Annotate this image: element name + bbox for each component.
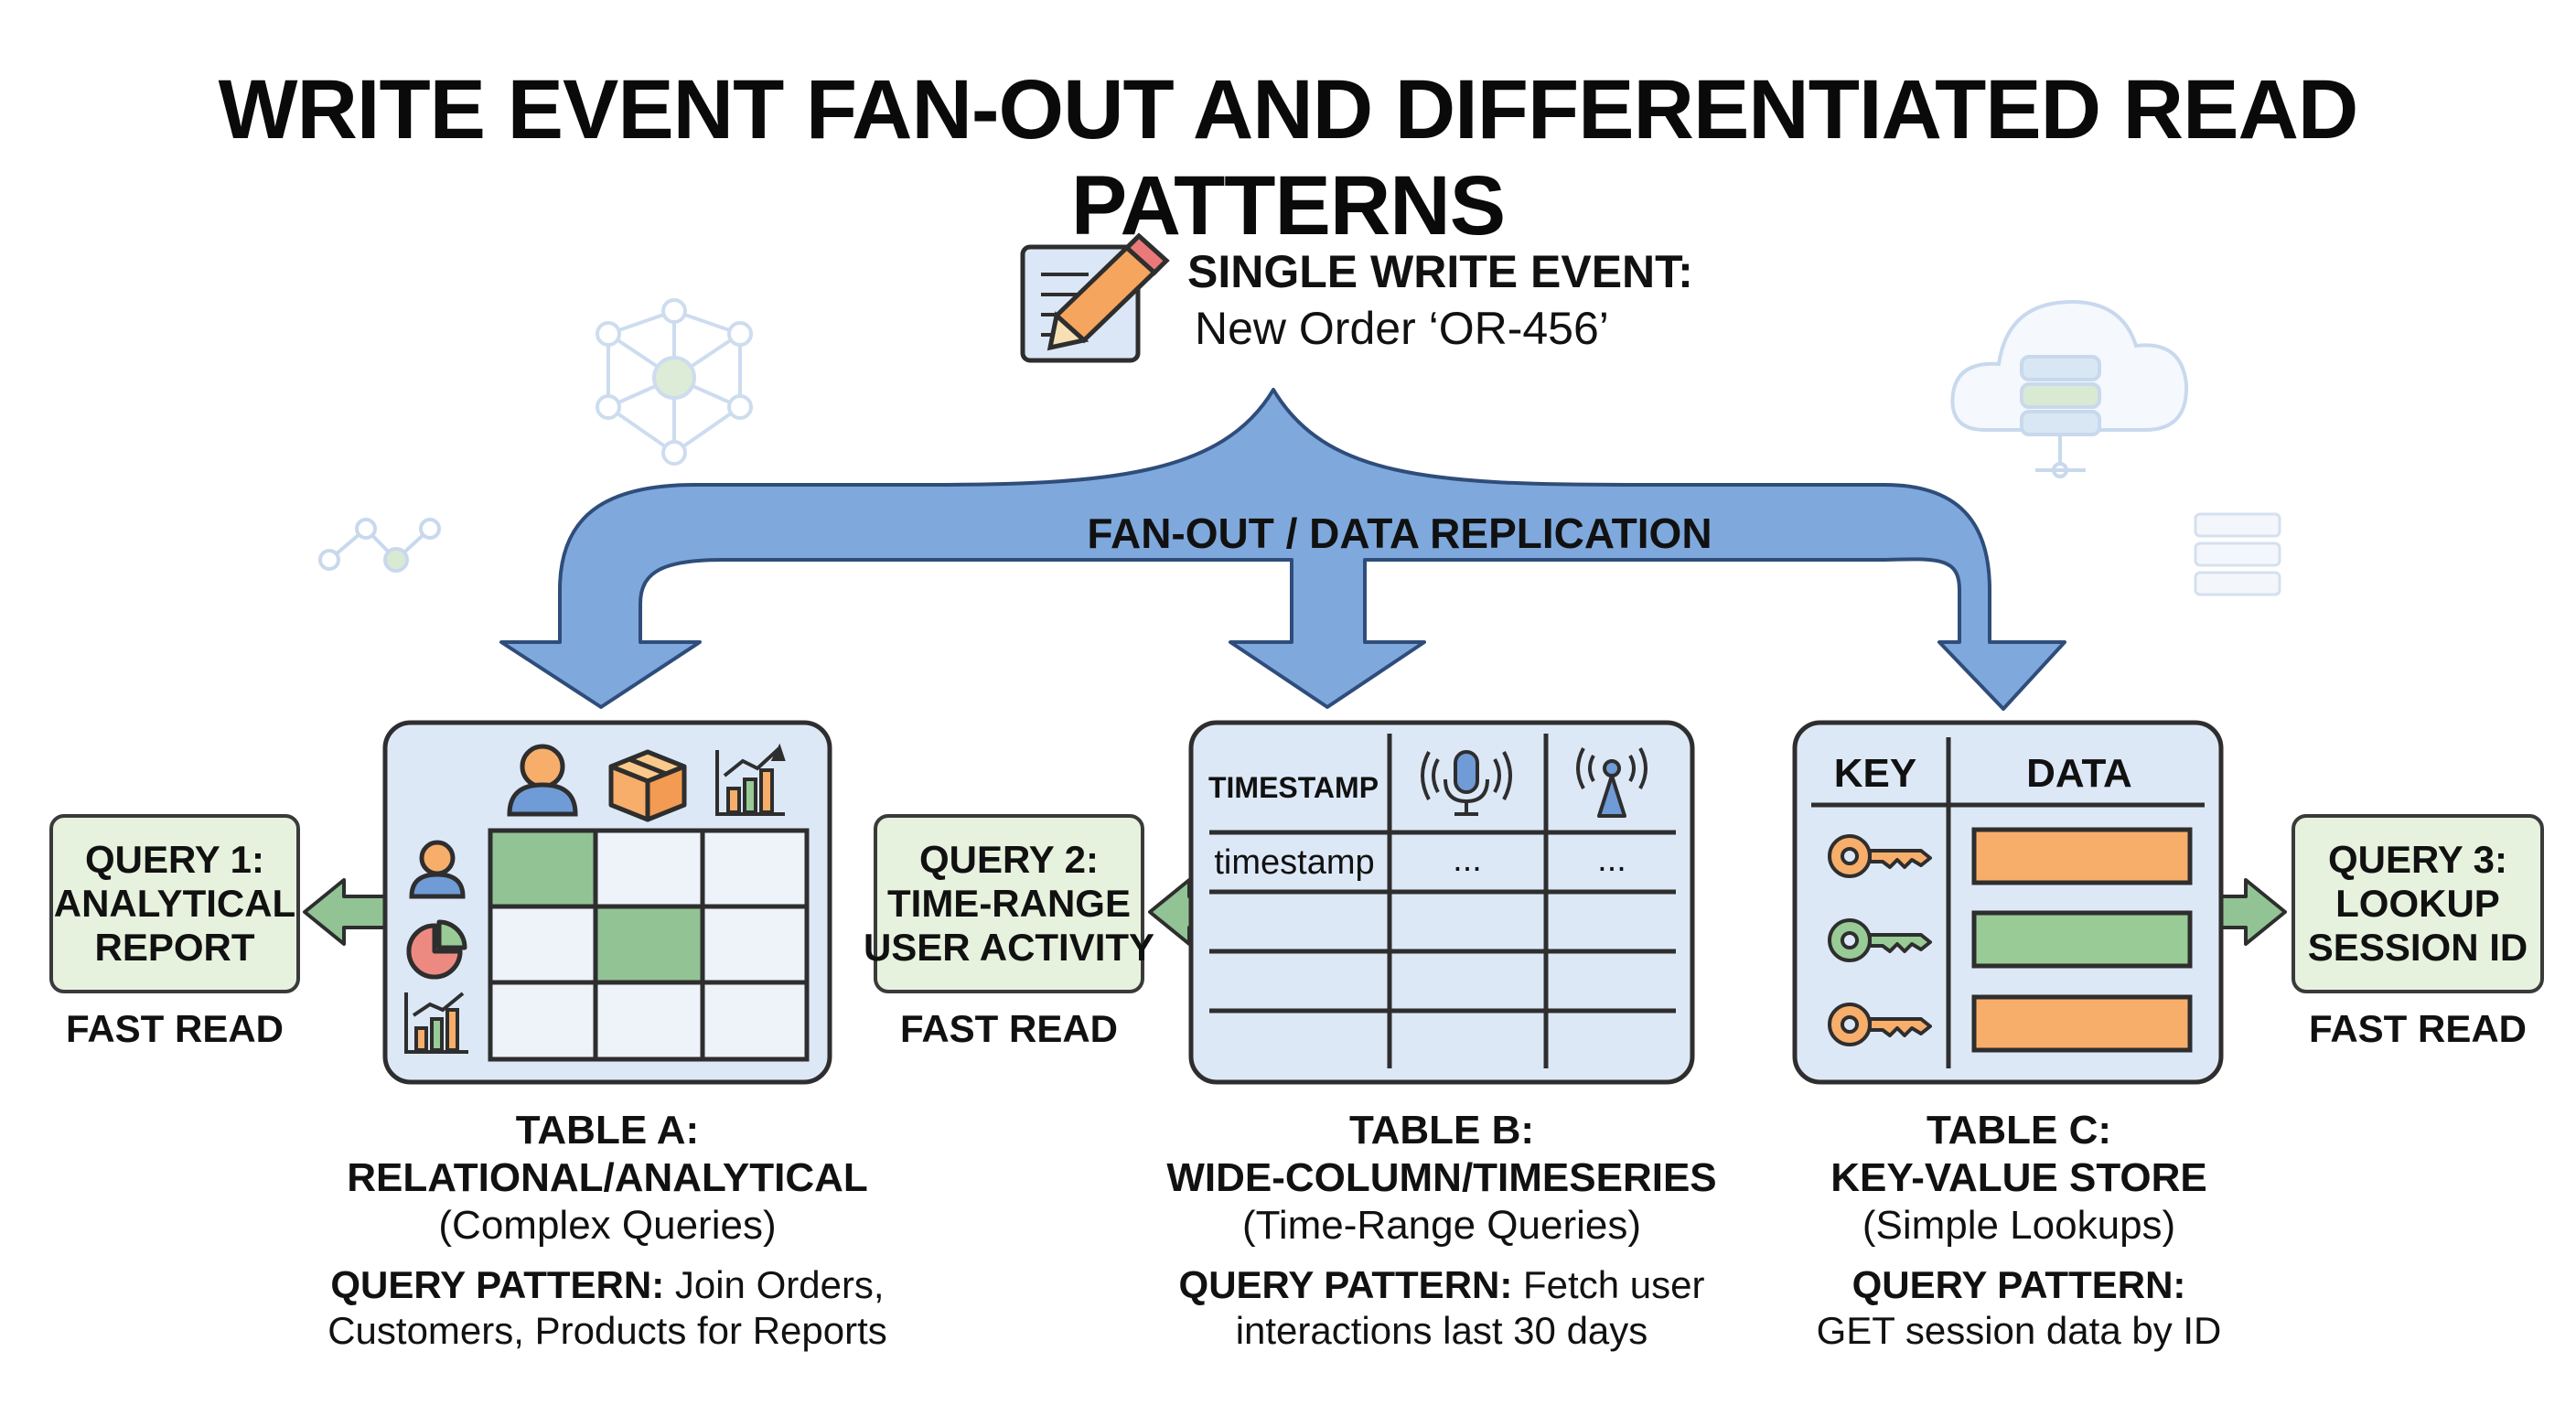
- table-a-panel: [382, 720, 832, 1085]
- page-title: WRITE EVENT FAN-OUT AND DIFFERENTIATED R…: [218, 63, 2359, 252]
- query-2-line: QUERY 2:: [918, 837, 1100, 881]
- bar-chart-icon: [715, 743, 786, 816]
- table-c-type: KEY-VALUE STORE: [1830, 1155, 2207, 1200]
- table-b-pattern-label: QUERY PATTERN:: [1178, 1263, 1513, 1306]
- package-icon: [608, 749, 687, 822]
- timestamp-header: TIMESTAMP: [1208, 771, 1379, 804]
- table-a-subtitle: (Complex Queries): [438, 1203, 777, 1248]
- query-2-line: USER ACTIVITY: [863, 926, 1155, 970]
- fanout-arrows: [499, 388, 2066, 711]
- user-icon: [507, 744, 578, 817]
- microphone-icon: [1421, 750, 1512, 816]
- write-event-subtitle: New Order ‘OR-456’: [1195, 303, 1609, 354]
- timestamp-cell: timestamp: [1214, 843, 1374, 882]
- table-b-pattern-text-2: interactions last 30 days: [1235, 1309, 1648, 1352]
- table-c-pattern-label: QUERY PATTERN:: [1852, 1263, 2186, 1306]
- user-icon: [409, 840, 466, 899]
- query-1-line: REPORT: [94, 926, 255, 970]
- table-a-pattern-text-2: Customers, Products for Reports: [327, 1309, 887, 1352]
- query-2-line: TIME-RANGE: [887, 881, 1131, 925]
- arrow-to-query-1: [303, 878, 391, 946]
- network-hub-icon: [596, 298, 753, 466]
- antenna-icon: [1576, 747, 1648, 818]
- table-c-panel: KEY DATA: [1792, 720, 2224, 1085]
- query-3-line: LOOKUP: [2335, 881, 2500, 925]
- table-a-pattern-label: QUERY PATTERN:: [330, 1263, 665, 1306]
- query-1-line: QUERY 1:: [84, 837, 265, 881]
- table-c-subtitle: (Simple Lookups): [1862, 1203, 2176, 1248]
- query-2-speed: FAST READ: [899, 1007, 1118, 1050]
- table-b-subtitle: (Time-Range Queries): [1241, 1203, 1642, 1248]
- query-3-line: QUERY 3:: [2327, 837, 2508, 881]
- table-b-panel: TIMESTAMP timestamp ... ...: [1188, 720, 1695, 1085]
- table-c-name: TABLE C:: [1926, 1108, 2112, 1153]
- server-stack-icon: [2194, 512, 2281, 596]
- write-event-heading: SINGLE WRITE EVENT:: [1187, 246, 1693, 297]
- query-1-box: QUERY 1: ANALYTICAL REPORT: [49, 814, 300, 993]
- table-a-name: TABLE A:: [515, 1108, 700, 1153]
- key-header: KEY: [1834, 751, 1916, 796]
- table-a-caption: TABLE A: RELATIONAL/ANALYTICAL (Complex …: [278, 1107, 937, 1354]
- value-bar: [1971, 994, 2193, 1053]
- bar-chart-icon: [404, 992, 468, 1054]
- ellipsis-cell: ...: [1597, 841, 1626, 879]
- key-icon: [1828, 1003, 1932, 1046]
- query-1-speed: FAST READ: [65, 1007, 284, 1050]
- data-header: DATA: [2026, 751, 2132, 796]
- table-c-pattern-text-2: GET session data by ID: [1816, 1309, 2222, 1352]
- fanout-arrow-shape: [499, 388, 2066, 711]
- key-icon: [1828, 918, 1932, 962]
- value-bar: [1971, 827, 2193, 885]
- trend-line-icon: [318, 518, 441, 573]
- table-b-type: WIDE-COLUMN/TIMESERIES: [1166, 1155, 1717, 1200]
- query-2-box: QUERY 2: TIME-RANGE USER ACTIVITY: [864, 814, 1154, 993]
- table-b-pattern-text: Fetch user: [1512, 1263, 1705, 1306]
- edit-document-icon: [1020, 232, 1170, 363]
- fanout-label: FAN-OUT / DATA REPLICATION: [1087, 509, 1712, 557]
- table-a-type: RELATIONAL/ANALYTICAL: [347, 1155, 868, 1200]
- table-c-caption: TABLE C: KEY-VALUE STORE (Simple Lookups…: [1690, 1107, 2348, 1354]
- value-bar: [1971, 910, 2193, 969]
- query-3-line: SESSION ID: [2307, 926, 2528, 970]
- table-b-name: TABLE B:: [1348, 1108, 1535, 1153]
- key-icon: [1828, 834, 1932, 878]
- ellipsis-cell: ...: [1453, 841, 1482, 879]
- query-3-box: QUERY 3: LOOKUP SESSION ID: [2292, 814, 2544, 993]
- pie-chart-icon: [406, 919, 467, 980]
- table-b-caption: TABLE B: WIDE-COLUMN/TIMESERIES (Time-Ra…: [1112, 1107, 1771, 1354]
- cloud-database-icon: [1950, 299, 2189, 478]
- query-3-speed: FAST READ: [2308, 1007, 2527, 1050]
- table-a-pattern-text: Join Orders,: [664, 1263, 885, 1306]
- query-1-line: ANALYTICAL: [53, 881, 296, 925]
